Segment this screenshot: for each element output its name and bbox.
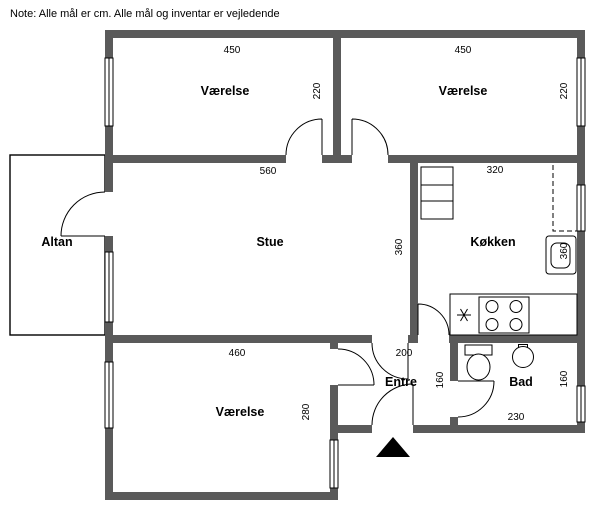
window-icon bbox=[576, 184, 586, 232]
wall-bedroom-hall bbox=[330, 335, 338, 500]
door-arc bbox=[371, 342, 409, 380]
refrigerator-icon bbox=[420, 166, 454, 220]
wall-bottom-left bbox=[105, 492, 338, 500]
dim-depth: 360 bbox=[394, 238, 405, 255]
door-openings bbox=[104, 154, 459, 434]
bath-fixtures bbox=[464, 344, 534, 381]
dim-depth: 280 bbox=[301, 403, 312, 420]
door-arc bbox=[371, 383, 414, 426]
door-arc bbox=[417, 303, 450, 336]
room-name: Køkken bbox=[470, 235, 515, 249]
opening-bath bbox=[449, 381, 459, 417]
opening-kitchen bbox=[418, 334, 449, 344]
labels: Værelse 450 220 Værelse 450 220 Stue 560… bbox=[41, 45, 570, 423]
window-icon bbox=[104, 251, 114, 323]
dim-width: 450 bbox=[455, 45, 472, 56]
toilet-icon bbox=[464, 344, 493, 381]
opening-balcony bbox=[104, 192, 114, 236]
wall-stue-kitchen bbox=[410, 155, 418, 343]
dim-depth: 360 bbox=[559, 242, 570, 259]
door-arc bbox=[60, 191, 106, 237]
dim-width: 200 bbox=[396, 348, 413, 359]
room-name: Værelse bbox=[216, 405, 265, 419]
stove-icon bbox=[478, 296, 530, 334]
dim-depth: 160 bbox=[435, 371, 446, 388]
window-icon bbox=[104, 361, 114, 429]
room-label-bath: Bad 230 160 bbox=[508, 370, 570, 423]
room-label-hall: Entre 200 160 bbox=[385, 348, 446, 389]
door-arc bbox=[457, 380, 495, 418]
dim-depth: 160 bbox=[559, 370, 570, 387]
room-label-living: Stue 560 360 bbox=[256, 166, 405, 255]
room-label-bedroom-top-left: Værelse 450 220 bbox=[201, 45, 323, 99]
room-label-kitchen: Køkken 320 360 bbox=[470, 165, 570, 259]
dim-width: 560 bbox=[260, 166, 277, 177]
opening-bedroom-top-left bbox=[286, 154, 322, 164]
wall-between-bedrooms bbox=[333, 30, 341, 163]
window-icon bbox=[576, 57, 586, 127]
room-name: Entre bbox=[385, 375, 417, 389]
opening-entrance bbox=[372, 424, 413, 434]
door-arcs bbox=[60, 118, 495, 426]
room-label-bedroom-bottom: Værelse 460 280 bbox=[216, 348, 312, 420]
door-arc bbox=[351, 118, 389, 156]
windows bbox=[104, 57, 586, 489]
room-name: Værelse bbox=[201, 84, 250, 98]
dim-width: 320 bbox=[487, 165, 504, 176]
note-text: Note: Alle mål er cm. Alle mål og invent… bbox=[10, 8, 280, 20]
wall-mid-lower bbox=[105, 335, 585, 343]
door-arc bbox=[337, 348, 375, 386]
opening-bedroom-top-right bbox=[352, 154, 388, 164]
dim-width: 230 bbox=[508, 412, 525, 423]
overhead-cabinet-dashed bbox=[552, 165, 577, 232]
extractor-star-icon bbox=[457, 308, 471, 322]
wall-mid-upper bbox=[105, 155, 585, 163]
wall-top bbox=[105, 30, 585, 38]
dim-depth: 220 bbox=[312, 82, 323, 99]
kitchen-fixtures bbox=[420, 165, 578, 336]
dim-width: 450 bbox=[224, 45, 241, 56]
room-name: Stue bbox=[256, 235, 283, 249]
window-icon bbox=[329, 439, 339, 489]
dim-width: 460 bbox=[229, 348, 246, 359]
walls bbox=[105, 30, 585, 500]
entrance-arrow-icon bbox=[376, 437, 410, 457]
washbasin-icon bbox=[512, 344, 534, 368]
dim-depth: 220 bbox=[559, 82, 570, 99]
door-arc bbox=[285, 118, 323, 156]
opening-living bbox=[372, 334, 408, 344]
room-label-bedroom-top-right: Værelse 450 220 bbox=[439, 45, 570, 99]
room-name: Værelse bbox=[439, 84, 488, 98]
room-name: Altan bbox=[41, 235, 72, 249]
window-icon bbox=[576, 385, 586, 423]
window-icon bbox=[104, 57, 114, 127]
room-label-balcony: Altan bbox=[41, 235, 72, 249]
room-name: Bad bbox=[509, 375, 533, 389]
opening-bedroom-bottom bbox=[329, 349, 339, 385]
